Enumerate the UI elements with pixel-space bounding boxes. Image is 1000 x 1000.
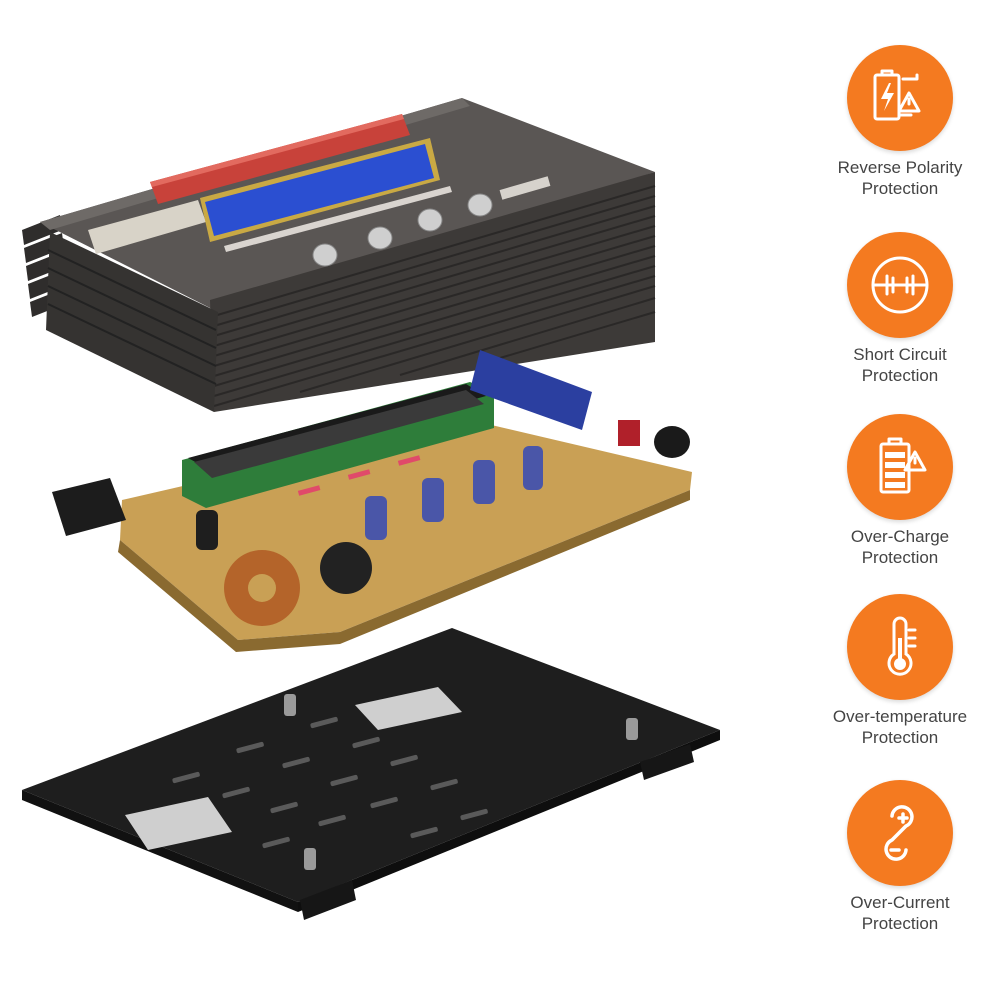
- feature-subtitle: Protection: [861, 914, 939, 933]
- over-temperature-icon: [847, 594, 953, 700]
- feature-title: Over-temperature: [832, 707, 968, 726]
- feature-title: Over-Charge: [850, 527, 950, 546]
- feature-title: Over-Current: [850, 893, 950, 912]
- feature-title: Short Circuit: [853, 345, 947, 364]
- feature-subtitle: Protection: [861, 548, 939, 567]
- product-exploded-view: [22, 98, 720, 920]
- circuit-board: [52, 350, 692, 652]
- charger-housing: [22, 98, 656, 412]
- over-charge-icon: [847, 414, 953, 520]
- feature-list: Reverse Polarity Protection Short Circui…: [800, 0, 1000, 1000]
- base-plate: [22, 628, 720, 920]
- feature-subtitle: Protection: [861, 179, 939, 198]
- feature-over-charge: Over-Charge Protection: [800, 414, 1000, 594]
- feature-reverse-polarity: Reverse Polarity Protection: [800, 45, 1000, 225]
- short-circuit-icon: [847, 232, 953, 338]
- feature-over-current: Over-Current Protection: [800, 780, 1000, 960]
- feature-short-circuit: Short Circuit Protection: [800, 232, 1000, 412]
- feature-subtitle: Protection: [861, 366, 939, 385]
- reverse-polarity-icon: [847, 45, 953, 151]
- feature-subtitle: Protection: [861, 728, 939, 747]
- feature-over-temperature: Over-temperature Protection: [800, 594, 1000, 774]
- over-current-icon: [847, 780, 953, 886]
- feature-title: Reverse Polarity: [837, 158, 963, 177]
